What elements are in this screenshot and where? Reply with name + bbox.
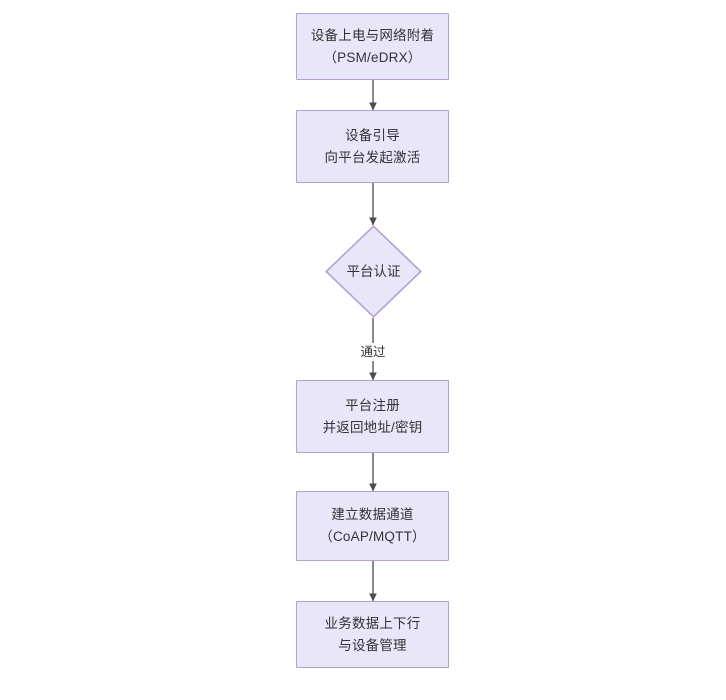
node-label-line2: 并返回地址/密钥 — [322, 419, 423, 435]
node-platform-authentication[interactable]: 平台认证 — [325, 225, 422, 318]
node-device-power-on[interactable]: 设备上电与网络附着 （PSM/eDRX） — [296, 13, 449, 80]
node-label-line1: 设备引导 — [345, 127, 400, 143]
node-label-line1: 设备上电与网络附着 — [310, 27, 435, 43]
node-platform-registration[interactable]: 平台注册 并返回地址/密钥 — [296, 380, 449, 453]
node-label-line1: 平台认证 — [346, 263, 401, 279]
node-label-line1: 平台注册 — [345, 397, 400, 413]
node-label-line2: （CoAP/MQTT） — [319, 529, 426, 544]
edge-label-pass: 通过 — [357, 343, 389, 361]
node-establish-data-channel[interactable]: 建立数据通道 （CoAP/MQTT） — [296, 491, 449, 561]
node-label-line2: 与设备管理 — [338, 637, 407, 653]
node-device-bootstrap[interactable]: 设备引导 向平台发起激活 — [296, 110, 449, 183]
node-label-line2: （PSM/eDRX） — [323, 49, 422, 65]
node-label-line1: 业务数据上下行 — [324, 615, 421, 631]
diamond-shape — [325, 225, 422, 318]
node-label-line2: 向平台发起激活 — [324, 149, 421, 165]
node-label-line1: 建立数据通道 — [331, 507, 414, 522]
node-business-data-and-device-management[interactable]: 业务数据上下行 与设备管理 — [296, 601, 449, 668]
